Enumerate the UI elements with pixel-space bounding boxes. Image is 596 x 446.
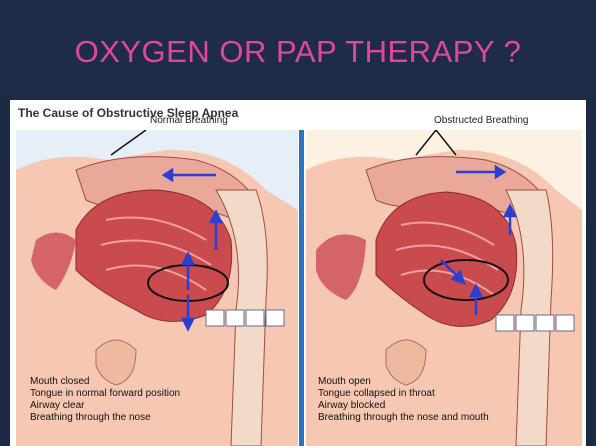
slide-header: OXYGEN OR PAP THERAPY ? <box>0 0 596 96</box>
obstructed-breathing-label: Obstructed Breathing <box>434 115 529 126</box>
normal-caption-line: Tongue in normal forward position <box>30 388 180 400</box>
normal-breathing-panel: Mouth closed Tongue in normal forward po… <box>16 130 298 446</box>
obstructed-caption-line: Mouth open <box>318 376 489 388</box>
obstructed-breathing-panel: Mouth open Tongue collapsed in throat Ai… <box>306 130 582 446</box>
normal-caption-line: Breathing through the nose <box>30 412 180 424</box>
normal-breathing-label: Normal Breathing <box>150 115 228 126</box>
slide-title: OXYGEN OR PAP THERAPY ? <box>0 34 596 70</box>
obstructed-caption-line: Breathing through the nose and mouth <box>318 412 489 424</box>
apnea-illustration: The Cause of Obstructive Sleep Apnea Nor… <box>10 100 586 446</box>
normal-caption: Mouth closed Tongue in normal forward po… <box>30 376 180 424</box>
obstructed-caption-line: Tongue collapsed in throat <box>318 388 489 400</box>
obstructed-caption: Mouth open Tongue collapsed in throat Ai… <box>318 376 489 424</box>
panel-divider <box>299 130 304 446</box>
obstructed-caption-line: Airway blocked <box>318 400 489 412</box>
normal-caption-line: Mouth closed <box>30 376 180 388</box>
normal-caption-line: Airway clear <box>30 400 180 412</box>
